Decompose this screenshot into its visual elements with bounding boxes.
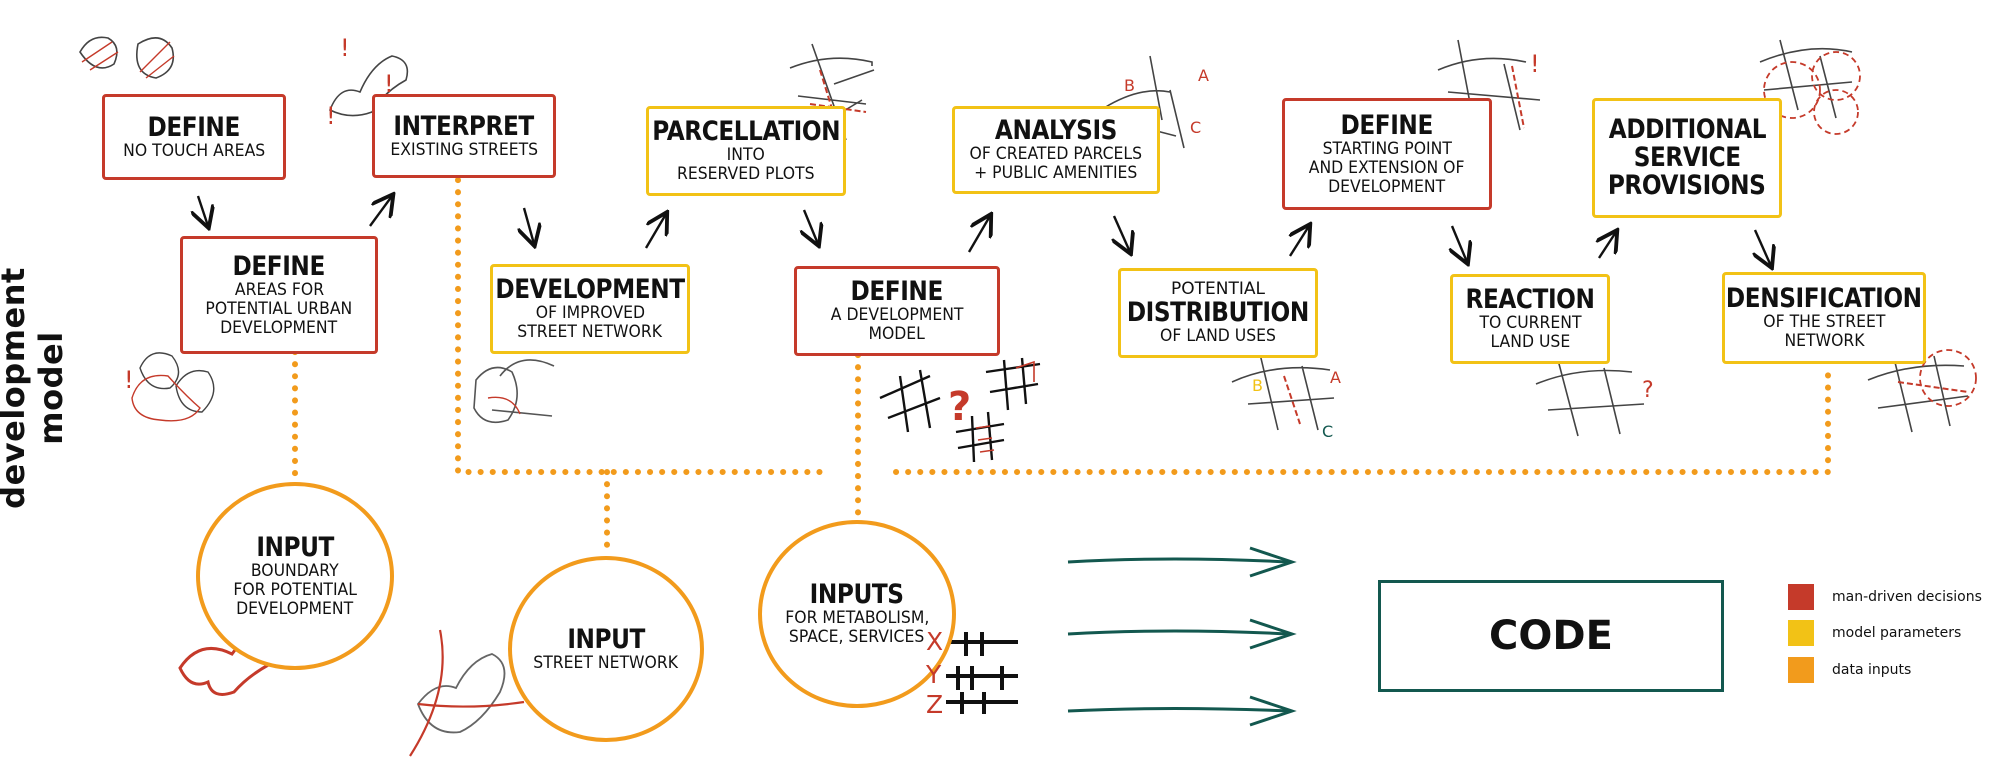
box-title: PROVISIONS: [1608, 170, 1766, 201]
parcellation-box: PARCELLATION INTO RESERVED PLOTS: [646, 106, 846, 196]
circle-subtitle: FOR METABOLISM,: [784, 608, 930, 628]
circle-title: INPUT: [567, 623, 645, 655]
service-circles: [1763, 51, 1977, 407]
no-touch-sketch: [79, 36, 175, 79]
box-subtitle: AREAS FOR: [234, 279, 324, 300]
tag-a: A: [1198, 66, 1209, 85]
legend-data-inputs: data inputs: [1788, 657, 1911, 683]
box-subtitle: LAND USE: [1490, 332, 1570, 352]
slider-y-label: Y: [926, 660, 942, 689]
box-subtitle: MODEL: [868, 324, 926, 344]
legend-swatch: [1788, 620, 1814, 646]
box-title: DEFINE: [1340, 109, 1434, 141]
box-subtitle: TO CURRENT: [1478, 313, 1582, 333]
box-subtitle: INTO: [726, 145, 766, 165]
side-title: development model: [0, 267, 70, 509]
street-grid-sketches: [789, 39, 1969, 437]
additional-box: ADDITIONAL SERVICE PROVISIONS: [1592, 98, 1782, 218]
exclamation-mark: !: [384, 70, 394, 98]
box-subtitle: RESERVED PLOTS: [677, 164, 815, 184]
circle-subtitle: BOUNDARY: [251, 560, 339, 581]
tag-c: C: [1322, 422, 1334, 441]
box-title: DEFINE: [850, 276, 944, 307]
circle-title: INPUT: [256, 531, 334, 563]
legend-label: model parameters: [1832, 625, 1962, 641]
box-title: PARCELLATION: [652, 116, 840, 147]
street-input-sketch: [416, 653, 506, 734]
legend-label: man-driven decisions: [1832, 589, 1982, 605]
exclamation-mark: !: [326, 102, 336, 130]
box-title: DEVELOPMENT: [495, 274, 685, 305]
legend-model-params: model parameters: [1788, 620, 1961, 646]
distribution-box: POTENTIAL DISTRIBUTION OF LAND USES: [1118, 268, 1318, 358]
development-sketch: [473, 359, 555, 424]
box-subtitle: AND EXTENSION OF: [1309, 157, 1465, 178]
exclamation-mark: !: [124, 366, 134, 394]
define-model-box: DEFINE A DEVELOPMENT MODEL: [794, 266, 1000, 356]
exclamation-mark: !: [1530, 50, 1540, 78]
box-subtitle: DEVELOPMENT: [220, 317, 338, 338]
interpret-box: INTERPRET EXISTING STREETS: [372, 94, 556, 178]
tag-b: B: [1124, 76, 1135, 95]
tag-c: C: [1190, 118, 1202, 137]
define-start-box: DEFINE STARTING POINT AND EXTENSION OF D…: [1282, 98, 1492, 210]
tag-b: B: [1252, 376, 1263, 395]
box-title: ADDITIONAL: [1608, 114, 1766, 145]
box-title: REACTION: [1465, 284, 1595, 315]
exclamation-mark: !: [340, 34, 350, 62]
box-subtitle: STREET NETWORK: [517, 322, 663, 342]
inputs-metabolism-circle: INPUTS FOR METABOLISM, SPACE, SERVICES: [758, 520, 956, 708]
question-mark: ?: [948, 384, 972, 430]
xyz-sliders: [946, 632, 1018, 714]
analysis-box: ANALYSIS OF CREATED PARCELS + PUBLIC AME…: [952, 106, 1160, 194]
box-subtitle: DEVELOPMENT: [1328, 176, 1446, 197]
define-areas-box: DEFINE AREAS FOR POTENTIAL URBAN DEVELOP…: [180, 236, 378, 354]
box-subtitle: A DEVELOPMENT: [830, 305, 964, 325]
code-box: CODE: [1378, 580, 1724, 692]
box-title: DENSIFICATION: [1726, 283, 1922, 314]
areas-sketch: [139, 352, 215, 413]
reaction-box: REACTION TO CURRENT LAND USE: [1450, 274, 1610, 364]
box-title: DISTRIBUTION: [1126, 297, 1310, 328]
legend-label: data inputs: [1832, 662, 1912, 678]
box-subtitle: NETWORK: [1783, 331, 1865, 351]
slider-z-label: Z: [926, 690, 944, 719]
box-subtitle: OF IMPROVED: [535, 303, 645, 323]
question-mark: ?: [1642, 378, 1654, 403]
circle-subtitle: STREET NETWORK: [533, 652, 679, 673]
define-no-touch-box: DEFINE NO TOUCH AREAS: [102, 94, 286, 180]
box-subtitle: + PUBLIC AMENITIES: [974, 163, 1138, 183]
box-title: DEFINE: [147, 111, 241, 143]
circle-subtitle: DEVELOPMENT: [236, 598, 354, 619]
tag-a: A: [1330, 368, 1341, 387]
data-input-lines: [292, 177, 1831, 548]
box-subtitle: OF CREATED PARCELS: [969, 144, 1143, 164]
slider-x-label: X: [926, 627, 944, 656]
densification-box: DENSIFICATION OF THE STREET NETWORK: [1722, 272, 1926, 364]
box-title: SERVICE: [1633, 142, 1741, 173]
box-subtitle: POTENTIAL URBAN: [205, 298, 353, 319]
box-subtitle: NO TOUCH AREAS: [122, 140, 266, 161]
box-subtitle: EXISTING STREETS: [390, 139, 538, 160]
legend-swatch: [1788, 657, 1814, 683]
legend-swatch: [1788, 584, 1814, 610]
development-box: DEVELOPMENT OF IMPROVED STREET NETWORK: [490, 264, 690, 354]
box-subtitle: OF LAND USES: [1160, 326, 1276, 346]
circle-title: INPUTS: [810, 579, 904, 610]
box-title: INTERPRET: [393, 110, 535, 142]
box-pretitle: POTENTIAL: [1171, 279, 1265, 299]
box-subtitle: STARTING POINT: [1322, 138, 1452, 159]
input-boundary-circle: INPUT BOUNDARY FOR POTENTIAL DEVELOPMENT: [196, 482, 394, 670]
interpret-sketch: [328, 55, 409, 117]
box-subtitle: OF THE STREET: [1762, 312, 1886, 332]
flow-arrows: [198, 196, 1771, 266]
circle-subtitle: SPACE, SERVICES: [789, 627, 925, 647]
input-street-circle: INPUT STREET NETWORK: [508, 556, 704, 742]
box-title: DEFINE: [232, 250, 326, 282]
legend-man-driven: man-driven decisions: [1788, 584, 1982, 610]
box-title: ANALYSIS: [994, 115, 1118, 146]
circle-subtitle: FOR POTENTIAL: [233, 579, 357, 600]
code-arrows: [1067, 546, 1297, 727]
